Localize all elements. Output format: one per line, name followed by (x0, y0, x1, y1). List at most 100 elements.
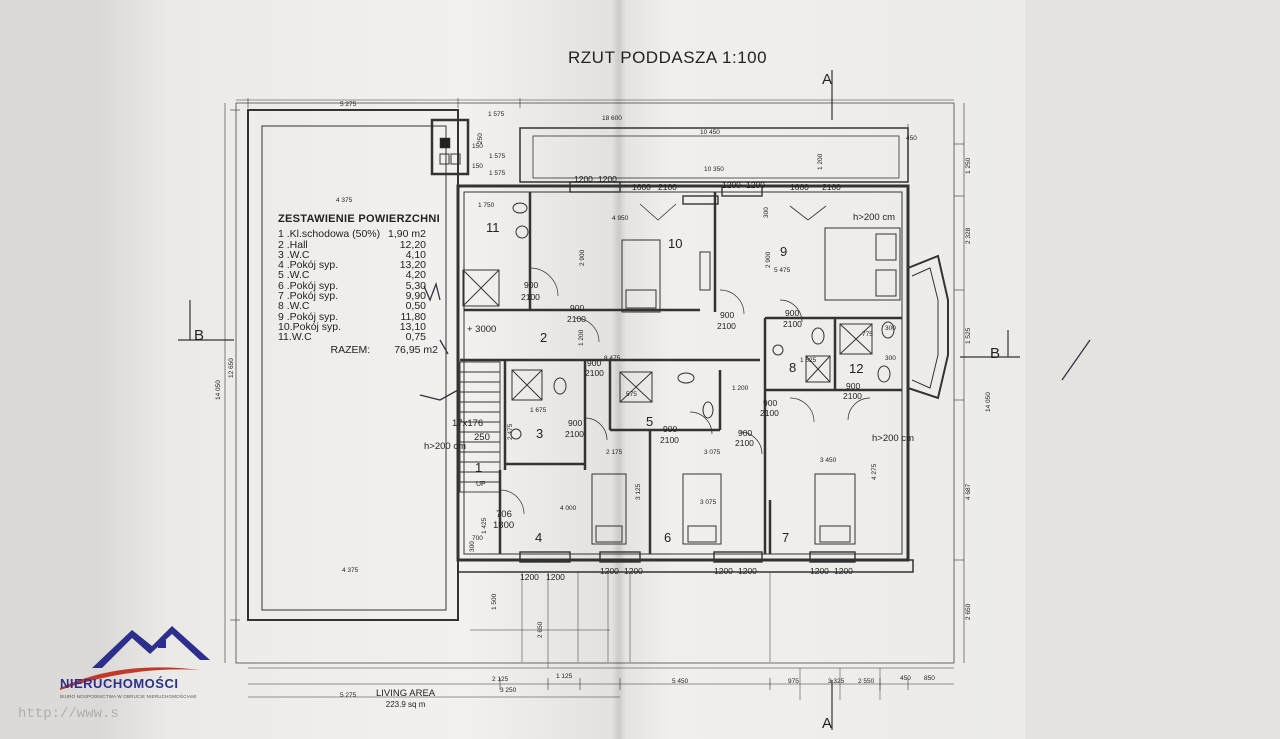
door-label-h: 2100 (565, 429, 584, 439)
legend-row: 4 .Pokój syp.13,20 (278, 259, 426, 272)
section-a-top: A (822, 71, 832, 88)
dim-label: 2 175 (606, 449, 623, 456)
window-label: 1600 (790, 182, 809, 192)
section-a-bottom: A (822, 715, 832, 732)
dim-label-vertical: 1 525 (965, 327, 972, 344)
door-label-h: 2100 (521, 292, 540, 302)
dim-label: 3 325 (828, 678, 845, 685)
dim-label-vertical: 1 500 (491, 593, 498, 610)
dim-label-vertical: 14 050 (215, 380, 222, 400)
door-label: 900 (763, 398, 777, 408)
dim-label-vertical: 1 425 (481, 517, 488, 534)
dim-label: 150 (472, 163, 483, 170)
dim-label-vertical: 14 050 (985, 392, 992, 412)
dim-label: 1 625 (800, 357, 817, 364)
window-label: 1200 (722, 180, 741, 190)
dim-label: 575 (626, 391, 637, 398)
window-label: 1200 (600, 566, 619, 576)
dim-label: 18 600 (602, 115, 622, 122)
section-b-left: B (194, 327, 204, 344)
legend-row: 1 .Kl.schodowa (50%)1,90 m2 (278, 228, 426, 241)
dim-label: 450 (906, 135, 917, 142)
room-number-8: 8 (789, 360, 796, 375)
window-label: 1200 (598, 174, 617, 184)
room-number-10: 10 (668, 236, 682, 251)
door-label: 900 (738, 428, 752, 438)
dim-label: 300 (885, 355, 896, 362)
bay-window (907, 254, 949, 400)
dim-label: 2 125 (492, 676, 509, 683)
door-label-h: 2100 (760, 408, 779, 418)
dim-label: 850 (924, 675, 935, 682)
dim-label-vertical: 250 (477, 133, 484, 144)
living-area-label: LIVING AREA (376, 688, 436, 699)
door-label-h: 2100 (735, 438, 754, 448)
door-label-h: 2100 (843, 391, 862, 401)
dim-label-vertical: 2 475 (507, 423, 514, 440)
window-label: 1200 (574, 174, 593, 184)
window-label: 1200 (810, 566, 829, 576)
living-area-size: 223.9 sq m (385, 700, 426, 709)
dim-label: 4 375 (336, 197, 353, 204)
terrace-inner (261, 125, 447, 611)
door-label: 900 (720, 310, 734, 320)
section-b-right: B (990, 345, 1000, 362)
dim-label-vertical: 2 650 (965, 603, 972, 620)
door-label: 900 (570, 303, 584, 313)
window-label: 1200 (746, 180, 765, 190)
window-label: 1200 (714, 566, 733, 576)
area-summary-legend: ZESTAWIENIE POWIERZCHNI 1 .Kl.schodowa (… (278, 213, 458, 355)
dim-label-vertical: 300 (469, 541, 476, 552)
window-label-h: 2100 (658, 182, 677, 192)
dim-label-vertical: 12 650 (228, 358, 235, 378)
room-number-12: 12 (849, 361, 863, 376)
door-label: 900 (846, 381, 860, 391)
room-number-5: 5 (646, 414, 653, 429)
dim-label-vertical: 1 200 (817, 153, 824, 170)
dim-label: 4 375 (342, 567, 359, 574)
living-area-caption: LIVING AREA 223.9 sq m (376, 688, 435, 709)
room-number-2: 2 (540, 330, 547, 345)
level-mark: + 3000 (467, 324, 496, 335)
dim-label: 3 075 (700, 499, 717, 506)
legend-row: 9 .Pokój syp.11,80 (278, 310, 426, 323)
dim-label: 5 275 (340, 692, 357, 699)
stairs-step-height: 250 (474, 432, 490, 443)
dim-label: 700 (472, 535, 483, 542)
window-label: 1200 (624, 566, 643, 576)
staircase (459, 361, 501, 493)
roof-strip (519, 127, 909, 183)
dim-label: 1 675 (530, 407, 547, 414)
fixtures (462, 202, 895, 440)
note-height-room7: h>200 cm (872, 433, 914, 444)
dim-label: 3 075 (704, 449, 721, 456)
dim-label-vertical: 1 250 (965, 157, 972, 174)
dim-label: 2 550 (858, 678, 875, 685)
dim-label: 150 (472, 143, 483, 150)
dim-label: 775 (862, 331, 873, 338)
outer-dimension-frame (235, 102, 955, 664)
room-number-4: 4 (535, 530, 542, 545)
window-label: 1200 (738, 566, 757, 576)
dim-label-vertical: 2 900 (765, 251, 772, 268)
legend-row: 6 .Pokój syp.5,30 (278, 279, 426, 292)
legend-row: 7 .Pokój syp.9,90 (278, 290, 426, 303)
door-label-h: 2100 (783, 319, 802, 329)
dim-label: 1 750 (478, 202, 495, 209)
dim-label: 5 450 (672, 678, 689, 685)
window-label: 1200 (520, 572, 539, 582)
logo-brand: NIERUCHOMOŚCI (60, 676, 179, 691)
watermark-url: http://www.s (18, 706, 119, 722)
window-706-width: 706 (496, 509, 512, 520)
window-label: 1200 (546, 572, 565, 582)
dim-label: 5 275 (340, 101, 357, 108)
dim-label: 450 (900, 675, 911, 682)
door-label: 900 (663, 424, 677, 434)
dim-label: 1 125 (556, 673, 573, 680)
dim-label-vertical: 1 200 (578, 329, 585, 346)
door-label-h: 2100 (585, 368, 604, 378)
room-number-1: 1 (475, 460, 482, 475)
